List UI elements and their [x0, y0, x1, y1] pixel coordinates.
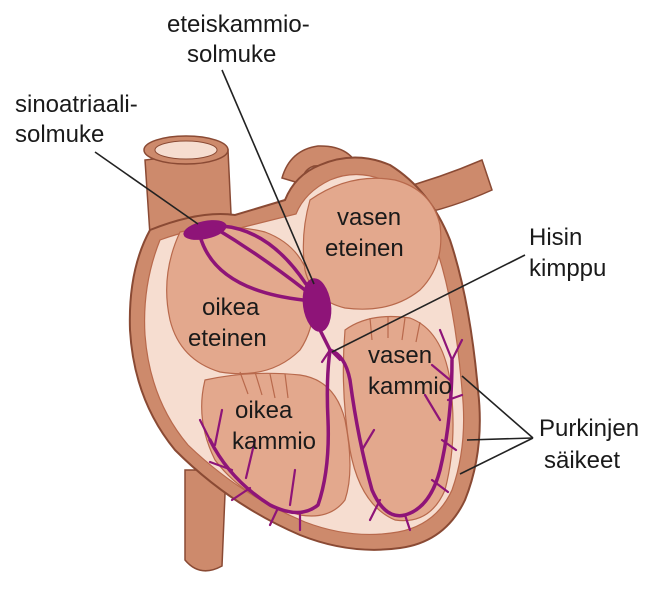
- label-sa-node-1: sinoatriaali-: [15, 91, 138, 118]
- label-purkinje-1: Purkinjen: [539, 415, 639, 442]
- label-right-atrium-1: oikea: [202, 294, 260, 321]
- label-purkinje-2: säikeet: [544, 447, 620, 474]
- label-right-atrium-2: eteinen: [188, 325, 267, 352]
- label-right-ventricle-2: kammio: [232, 428, 316, 455]
- label-his-bundle-1: Hisin: [529, 224, 582, 251]
- label-left-atrium-2: eteinen: [325, 235, 404, 262]
- label-right-ventricle-1: oikea: [235, 397, 293, 424]
- label-left-atrium-1: vasen: [337, 204, 401, 231]
- label-av-node-1: eteiskammio-: [167, 11, 310, 38]
- label-sa-node-2: solmuke: [15, 121, 104, 148]
- label-av-node-2: solmuke: [187, 41, 276, 68]
- label-left-ventricle-1: vasen: [368, 342, 432, 369]
- label-left-ventricle-2: kammio: [368, 373, 452, 400]
- heart-illustration: [130, 136, 492, 571]
- label-his-bundle-2: kimppu: [529, 255, 606, 282]
